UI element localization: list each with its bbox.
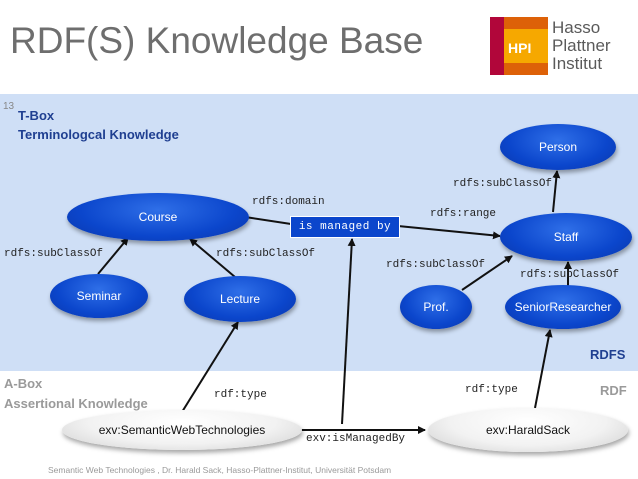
- slide-number: 13: [3, 101, 15, 112]
- hpi-logo: HPI Hasso Plattner Institut: [490, 17, 612, 75]
- tbox-heading: T-Box: [18, 108, 55, 123]
- edge-seminar-course: [97, 237, 129, 275]
- edge-lecture-course: [189, 238, 236, 278]
- slide-title: RDF(S) Knowledge Base: [10, 20, 424, 61]
- node-semantic-web-technologies: exv:SemanticWebTechnologies: [62, 410, 302, 450]
- property-is-managed-by: is managed by: [290, 216, 400, 238]
- node-harald-sack: exv:HaraldSack: [428, 408, 628, 452]
- label-rdfs-range: rdfs:range: [430, 208, 497, 220]
- label-prof-subclassof: rdfs:subClassOf: [386, 259, 486, 271]
- label-exv-ismanagedby: exv:isManagedBy: [306, 433, 406, 445]
- rdfs-label: RDFS: [590, 347, 626, 362]
- label-staff-subclassof: rdfs:subClassOf: [453, 178, 553, 190]
- node-seminar: Seminar: [50, 274, 148, 318]
- edge-instance-property: [341, 238, 356, 425]
- tbox-subheading: Terminologcal Knowledge: [18, 127, 179, 142]
- edge-range: [397, 225, 501, 240]
- node-senior-researcher: SeniorResearcher: [505, 285, 621, 329]
- label-seminar-subclassof: rdfs:subClassOf: [4, 248, 104, 260]
- edge-prof-staff: [461, 255, 513, 291]
- label-senior-subclassof: rdfs:subClassOf: [520, 269, 620, 281]
- label-rdfs-domain: rdfs:domain: [252, 196, 325, 208]
- edge-swt-lecture: [181, 321, 239, 413]
- abox-subheading: Assertional Knowledge: [4, 396, 148, 411]
- edge-staff-person: [552, 170, 561, 213]
- abox-heading: A-Box: [4, 376, 43, 391]
- node-course: Course: [67, 193, 249, 241]
- footer: Semantic Web Technologies , Dr. Harald S…: [48, 465, 392, 475]
- node-staff: Staff: [500, 213, 632, 261]
- node-prof: Prof.: [400, 285, 472, 329]
- rdf-label: RDF: [600, 383, 627, 398]
- label-harald-rdftype: rdf:type: [465, 384, 518, 396]
- label-swt-rdftype: rdf:type: [214, 389, 267, 401]
- hpi-logo-text: Hasso Plattner Institut: [552, 18, 611, 73]
- label-lecture-subclassof: rdfs:subClassOf: [216, 248, 316, 260]
- edge-harald-senior: [534, 329, 553, 409]
- node-lecture: Lecture: [184, 276, 296, 322]
- node-person: Person: [500, 124, 616, 170]
- hpi-logo-mark: HPI: [490, 17, 548, 75]
